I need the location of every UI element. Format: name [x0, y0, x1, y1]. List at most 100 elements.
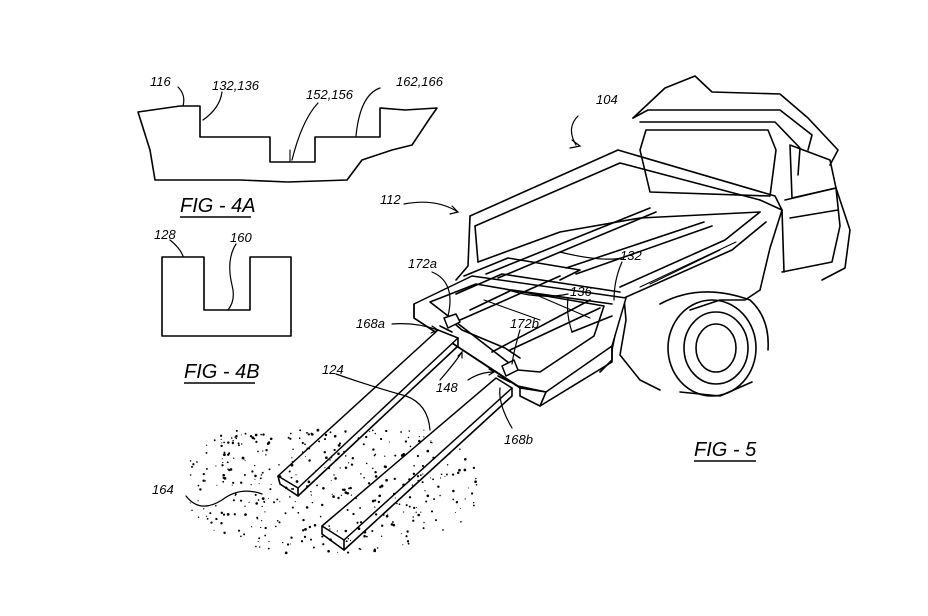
ground-speck — [244, 460, 246, 462]
ground-speck — [402, 483, 405, 487]
ground-speck — [262, 450, 264, 452]
ground-speck — [214, 504, 217, 507]
ground-speck — [290, 476, 293, 479]
ground-speck — [276, 498, 279, 501]
ground-speck — [290, 536, 293, 539]
ground-speck — [333, 474, 335, 476]
ground-speck — [270, 483, 272, 485]
ground-speck — [287, 436, 290, 439]
ground-speck — [426, 494, 430, 498]
ground-speck — [213, 529, 215, 531]
ground-speck — [205, 467, 208, 470]
ground-speck — [226, 461, 229, 464]
ground-speck — [206, 517, 209, 520]
ground-speck — [243, 474, 246, 476]
ground-speck — [234, 493, 237, 496]
ground-speck — [344, 466, 348, 470]
ground-speck — [252, 436, 255, 439]
ground-speck — [365, 462, 368, 465]
ground-speck — [344, 529, 348, 533]
bracket-172b — [497, 359, 519, 383]
ground-speck — [371, 499, 375, 503]
ground-speck — [307, 480, 311, 484]
ground-speck — [306, 447, 309, 450]
ground-speck — [347, 551, 350, 554]
ground-speck — [297, 511, 300, 514]
ground-speck — [434, 519, 438, 522]
ground-speck — [417, 479, 419, 482]
ground-speck — [379, 437, 383, 441]
ground-speck — [307, 433, 310, 436]
ground-speck — [365, 435, 368, 439]
ground-speck — [311, 501, 314, 504]
ground-speck — [234, 436, 236, 438]
ground-speck — [267, 547, 270, 550]
ground-speck — [264, 526, 267, 530]
ground-speck — [392, 492, 396, 496]
ground-speck — [402, 511, 405, 513]
ground-speck — [235, 437, 238, 440]
ref-124: 124 — [322, 362, 344, 377]
ground-speck — [321, 535, 324, 538]
ground-speck — [302, 518, 305, 522]
ground-speck — [250, 526, 253, 528]
ground-speck — [240, 434, 243, 436]
ground-speck — [309, 538, 313, 541]
ground-speck — [339, 467, 341, 469]
ground-speck — [445, 473, 448, 476]
ref-128: 128 — [154, 227, 176, 242]
ground-speck — [282, 541, 284, 544]
ground-speck — [268, 497, 270, 499]
ground-speck — [359, 506, 362, 509]
ground-speck — [266, 442, 270, 445]
ground-speck — [205, 515, 208, 517]
ground-speck — [324, 467, 326, 469]
ground-speck — [334, 477, 337, 480]
ground-speck — [255, 545, 257, 548]
ground-speck — [284, 551, 288, 555]
ground-speck — [319, 515, 322, 518]
ground-speck — [374, 432, 376, 435]
ramp-124-left — [277, 329, 459, 497]
ground-speck — [452, 498, 455, 501]
ground-speck — [298, 437, 301, 440]
ground-speck — [371, 429, 374, 432]
ref-172a: 172a — [408, 256, 437, 271]
ground-speck — [431, 442, 433, 444]
ground-speck — [312, 546, 315, 549]
ground-speck — [190, 465, 194, 468]
ref-152-156: 152,156 — [306, 87, 354, 102]
ground-speck — [440, 473, 443, 476]
ground-speck — [337, 444, 341, 447]
ground-speck — [300, 540, 304, 543]
ground-speck — [422, 466, 425, 469]
ground-speck — [385, 429, 388, 433]
ground-speck — [349, 486, 352, 490]
ground-speck — [343, 450, 346, 453]
ground-speck — [232, 481, 235, 484]
ground-speck — [405, 535, 408, 538]
ground-speck — [316, 484, 318, 487]
ground-speck — [221, 442, 223, 444]
ground-speck — [295, 474, 297, 476]
ground-speck — [332, 495, 335, 498]
ground-speck — [345, 540, 348, 543]
ground-speck — [452, 489, 455, 493]
ground-speck — [385, 514, 389, 518]
ground-speck — [437, 485, 440, 488]
ground-speck — [413, 464, 415, 467]
ground-speck — [456, 471, 460, 475]
ground-speck — [374, 471, 377, 474]
ground-speck — [306, 485, 309, 488]
ground-speck — [257, 540, 259, 543]
ground-speck — [196, 461, 198, 463]
ground-speck — [406, 540, 410, 543]
ground-speck — [268, 540, 270, 543]
ref-162-166: 162,166 — [396, 74, 444, 89]
ground-speck — [406, 530, 409, 533]
ground-speck — [363, 476, 365, 479]
ground-speck — [416, 506, 418, 508]
ground-speck — [392, 523, 395, 526]
ground-speck — [430, 510, 434, 513]
ground-speck — [290, 488, 293, 490]
